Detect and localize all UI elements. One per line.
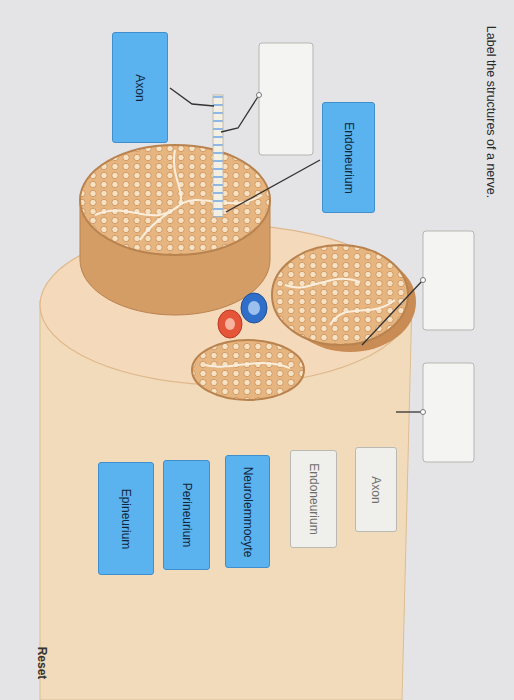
node-text: Axon [369,476,383,503]
fascicle-face [192,340,304,400]
placed-label: Axon [112,32,168,143]
node-text: Axon [133,74,147,101]
node-text: Neurolemmocyte [241,466,255,557]
leader-line [221,95,259,132]
empty-label-box [423,231,474,330]
leader-line [170,88,214,106]
node-text: Endoneurium [307,463,321,534]
word-chip: Epineurium [98,462,154,575]
leader-handle [421,278,426,283]
empty-label-box [423,363,474,462]
node-text: Perineurium [180,483,194,548]
vein [241,293,267,323]
leader-line [362,280,423,345]
leader-line [396,411,423,412]
word-chip: Perineurium [163,460,210,570]
used-word-chip: Endoneurium [290,450,337,548]
vein-lumen [248,301,260,315]
leader-handle [257,93,262,98]
used-word-chip: Axon [355,447,397,532]
title: Label the structures of a nerve. [484,26,498,198]
placed-label: Endoneurium [322,102,375,213]
perineurium-septa [285,279,395,325]
word-chip: Neurolemmocyte [225,455,270,568]
node-text: Endoneurium [342,122,356,193]
fascicle-face [272,245,408,345]
reset-button-text: Reset [35,647,49,680]
artery [218,310,242,338]
artery-lumen [225,318,235,330]
empty-label-box [259,43,313,155]
leader-line [226,160,320,212]
leader-handle [421,410,426,415]
node-text: Epineurium [119,488,133,549]
axon-strand [213,95,223,217]
perineurium-septa [95,150,262,240]
fascicle-face [80,145,270,255]
perineurium-septa [205,363,290,368]
